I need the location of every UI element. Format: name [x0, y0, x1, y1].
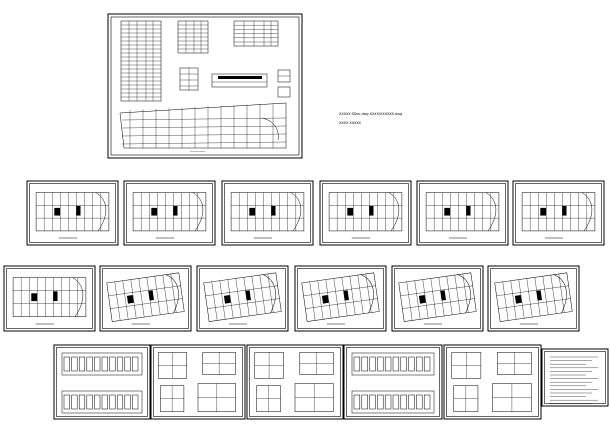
- detail-sheet-r4-3[interactable]: [246, 344, 344, 420]
- plan-sheet-r3-3[interactable]: [196, 265, 289, 332]
- detail-sheet-r4-6[interactable]: [541, 348, 609, 407]
- master-sheet[interactable]: ────────: [107, 13, 303, 159]
- plan-sheet-r3-2[interactable]: [99, 265, 192, 332]
- master-site-plan: ────────: [119, 102, 287, 154]
- row-4-elevations-and-details: [53, 344, 609, 420]
- cover-note: XXXXX·SDoc.dwg XXXX/XXXXXX.dwg XXXX XXXX…: [339, 112, 402, 125]
- cover-note-line1: XXXXX·SDoc.dwg XXXX/XXXXXX.dwg: [339, 112, 402, 116]
- plan-sheet-r2-3[interactable]: [221, 180, 314, 246]
- detail-sheet-r4-4[interactable]: [343, 344, 443, 420]
- plan-sheet-r2-2[interactable]: [123, 180, 216, 246]
- detail-sheet-r4-2[interactable]: [150, 344, 246, 420]
- window-table: [177, 20, 209, 54]
- row-3-floor-plans: [3, 265, 580, 332]
- plan-sheet-r2-1[interactable]: [26, 180, 119, 246]
- small-detail-table: [179, 67, 199, 91]
- row-2-floor-plans: [26, 180, 605, 246]
- cover-note-line2: XXXX XXXXX: [339, 121, 362, 125]
- detail-sheet-r4-1[interactable]: [53, 344, 151, 420]
- svg-text:────────: ────────: [189, 150, 205, 154]
- plan-sheet-r2-4[interactable]: [319, 180, 412, 246]
- plan-sheet-r3-5[interactable]: [391, 265, 484, 332]
- detail-sheet-r4-5[interactable]: [443, 344, 542, 420]
- plan-sheet-r2-5[interactable]: [416, 180, 509, 246]
- section-strip: [211, 73, 268, 88]
- plan-sheet-r3-6[interactable]: [487, 265, 580, 332]
- plan-sheet-r3-4[interactable]: [294, 265, 387, 332]
- door-table: [233, 20, 279, 47]
- schedule-table: [120, 20, 162, 102]
- plan-sheet-r3-1[interactable]: [3, 265, 96, 332]
- legend-symbols: [277, 69, 291, 98]
- plan-sheet-r2-6[interactable]: [512, 180, 605, 246]
